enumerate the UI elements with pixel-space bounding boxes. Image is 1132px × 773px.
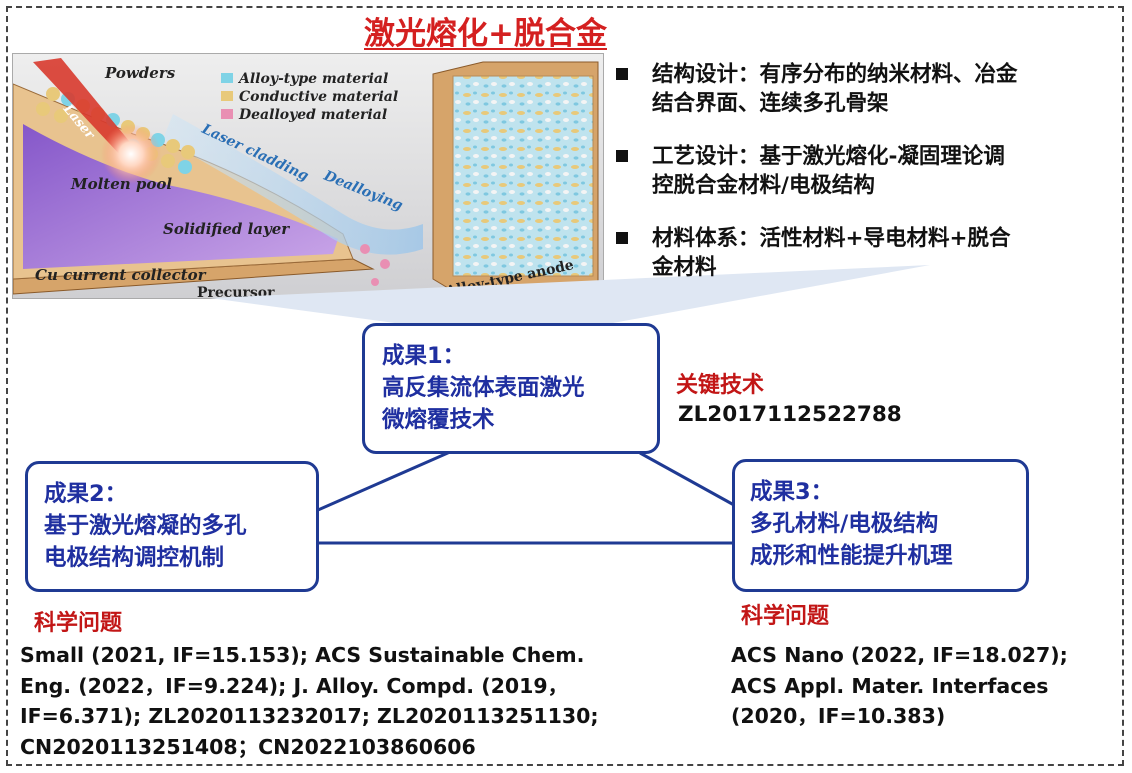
legend-alloy: Alloy-type material — [237, 71, 388, 87]
legend-conductive: Conductive material — [239, 89, 398, 105]
bullet-square-icon — [616, 68, 628, 80]
sci-label-left: 科学问题 — [34, 611, 123, 636]
callout-shape — [210, 265, 930, 340]
legend-swatch-dealloyed — [221, 109, 233, 119]
bullet-process: 工艺设计：基于激光熔化-凝固理论调 控脱合金材料/电极结构 — [610, 142, 1120, 200]
process-illustration: Alloy-type material Conductive material … — [12, 53, 604, 299]
bullet-list: 结构设计：有序分布的纳米材料、冶金 结合界面、连续多孔骨架 工艺设计：基于激光熔… — [610, 60, 1120, 306]
label-solidified-layer: Solidified layer — [163, 220, 290, 238]
bullet-square-icon — [616, 150, 628, 162]
result-box-1: 成果1： 高反集流体表面激光 微熔覆技术 — [362, 323, 660, 454]
key-tech-patent: ZL2017112522788 — [678, 402, 902, 427]
connector-1-2 — [317, 450, 451, 512]
bullet-materials: 材料体系：活性材料+导电材料+脱合 金材料 — [610, 224, 1120, 282]
label-powders: Powders — [104, 64, 176, 82]
bullet-square-icon — [616, 232, 628, 244]
connector-1-3 — [639, 451, 735, 507]
refs-left: Small (2021, IF=15.153); ACS Sustainable… — [20, 643, 599, 759]
key-tech-label: 关键技术 — [676, 373, 765, 398]
outer-dashed-frame — [6, 6, 1124, 766]
legend-swatch-alloy — [221, 73, 233, 83]
legend-swatch-conductive — [221, 91, 233, 101]
bullet-structure: 结构设计：有序分布的纳米材料、冶金 结合界面、连续多孔骨架 — [610, 60, 1120, 118]
label-molten-pool: Molten pool — [70, 175, 172, 193]
refs-right: ACS Nano (2022, IF=18.027); ACS Appl. Ma… — [731, 643, 1068, 728]
label-precursor: Precursor — [197, 285, 275, 298]
result-box-2: 成果2： 基于激光熔凝的多孔 电极结构调控机制 — [25, 461, 319, 592]
page-title: 激光熔化+脱合金 — [364, 16, 607, 52]
legend-dealloyed: Dealloyed material — [238, 107, 387, 123]
result-box-3: 成果3： 多孔材料/电极结构 成形和性能提升机理 — [732, 459, 1029, 592]
sci-label-right: 科学问题 — [741, 604, 830, 629]
label-cu-collector: Cu current collector — [35, 266, 207, 284]
